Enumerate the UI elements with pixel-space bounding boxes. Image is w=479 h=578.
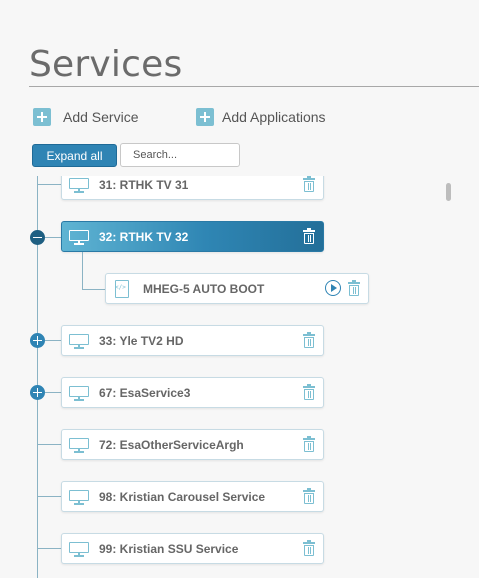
add-service-label: Add Service [63,109,139,125]
scrollbar-thumb[interactable] [446,183,451,201]
tree-connector [45,237,61,238]
trash-icon[interactable] [303,540,315,556]
service-node-67[interactable]: 67: EsaService3 [61,377,324,408]
service-label: 72: EsaOtherServiceArgh [99,437,244,452]
service-label: 99: Kristian SSU Service [99,541,239,556]
service-node-99[interactable]: 99: Kristian SSU Service [61,533,324,564]
service-label: 32: RTHK TV 32 [99,229,189,244]
service-node-33[interactable]: 33: Yle TV2 HD [61,325,324,356]
tv-icon [69,178,89,193]
trash-icon[interactable] [303,332,315,348]
tree-connector [37,184,61,185]
expand-toggle-33[interactable] [30,333,45,348]
tree-connector [37,548,61,549]
tree-connector [37,444,61,445]
plus-square-icon [196,108,214,126]
service-label: 33: Yle TV2 HD [99,333,184,348]
trash-icon[interactable] [303,176,315,192]
tree-scrollbar[interactable] [441,176,457,578]
application-label: MHEG-5 AUTO BOOT [143,281,265,296]
tree-line [37,176,38,578]
tv-icon [69,542,89,557]
trash-icon[interactable] [348,280,360,296]
tree-connector [37,496,61,497]
add-applications-button[interactable]: Add Applications [196,106,326,128]
page-title: Services [29,44,183,85]
tv-icon [69,438,89,453]
service-label: 31: RTHK TV 31 [99,177,189,192]
add-service-button[interactable]: Add Service [33,106,138,128]
search-input[interactable] [120,143,240,167]
trash-icon[interactable] [303,488,315,504]
expand-toggle-67[interactable] [30,385,45,400]
expand-all-button[interactable]: Expand all [32,144,117,167]
service-node-32[interactable]: 32: RTHK TV 32 [61,221,324,252]
tv-icon [69,230,89,245]
tree-line [82,252,83,289]
service-node-72[interactable]: 72: EsaOtherServiceArgh [61,429,324,460]
service-label: 98: Kristian Carousel Service [99,489,266,504]
service-node-31[interactable]: 31: RTHK TV 31 [61,176,324,200]
service-tree: 31: RTHK TV 31 32: RTHK TV 32 MHEG-5 AUT… [0,176,437,578]
play-icon[interactable] [325,280,341,296]
application-node-mheg5[interactable]: MHEG-5 AUTO BOOT [105,273,369,304]
collapse-toggle-32[interactable] [30,230,45,245]
trash-icon[interactable] [303,228,315,244]
title-divider [29,86,479,87]
tree-connector [82,289,105,290]
tv-icon [69,334,89,349]
tree-connector [45,340,61,341]
trash-icon[interactable] [303,436,315,452]
add-applications-label: Add Applications [222,109,326,125]
service-label: 67: EsaService3 [99,385,191,400]
code-file-icon [115,279,129,298]
trash-icon[interactable] [303,384,315,400]
tv-icon [69,490,89,505]
plus-square-icon [33,108,51,126]
tree-connector [45,392,61,393]
tv-icon [69,386,89,401]
service-node-98[interactable]: 98: Kristian Carousel Service [61,481,324,512]
